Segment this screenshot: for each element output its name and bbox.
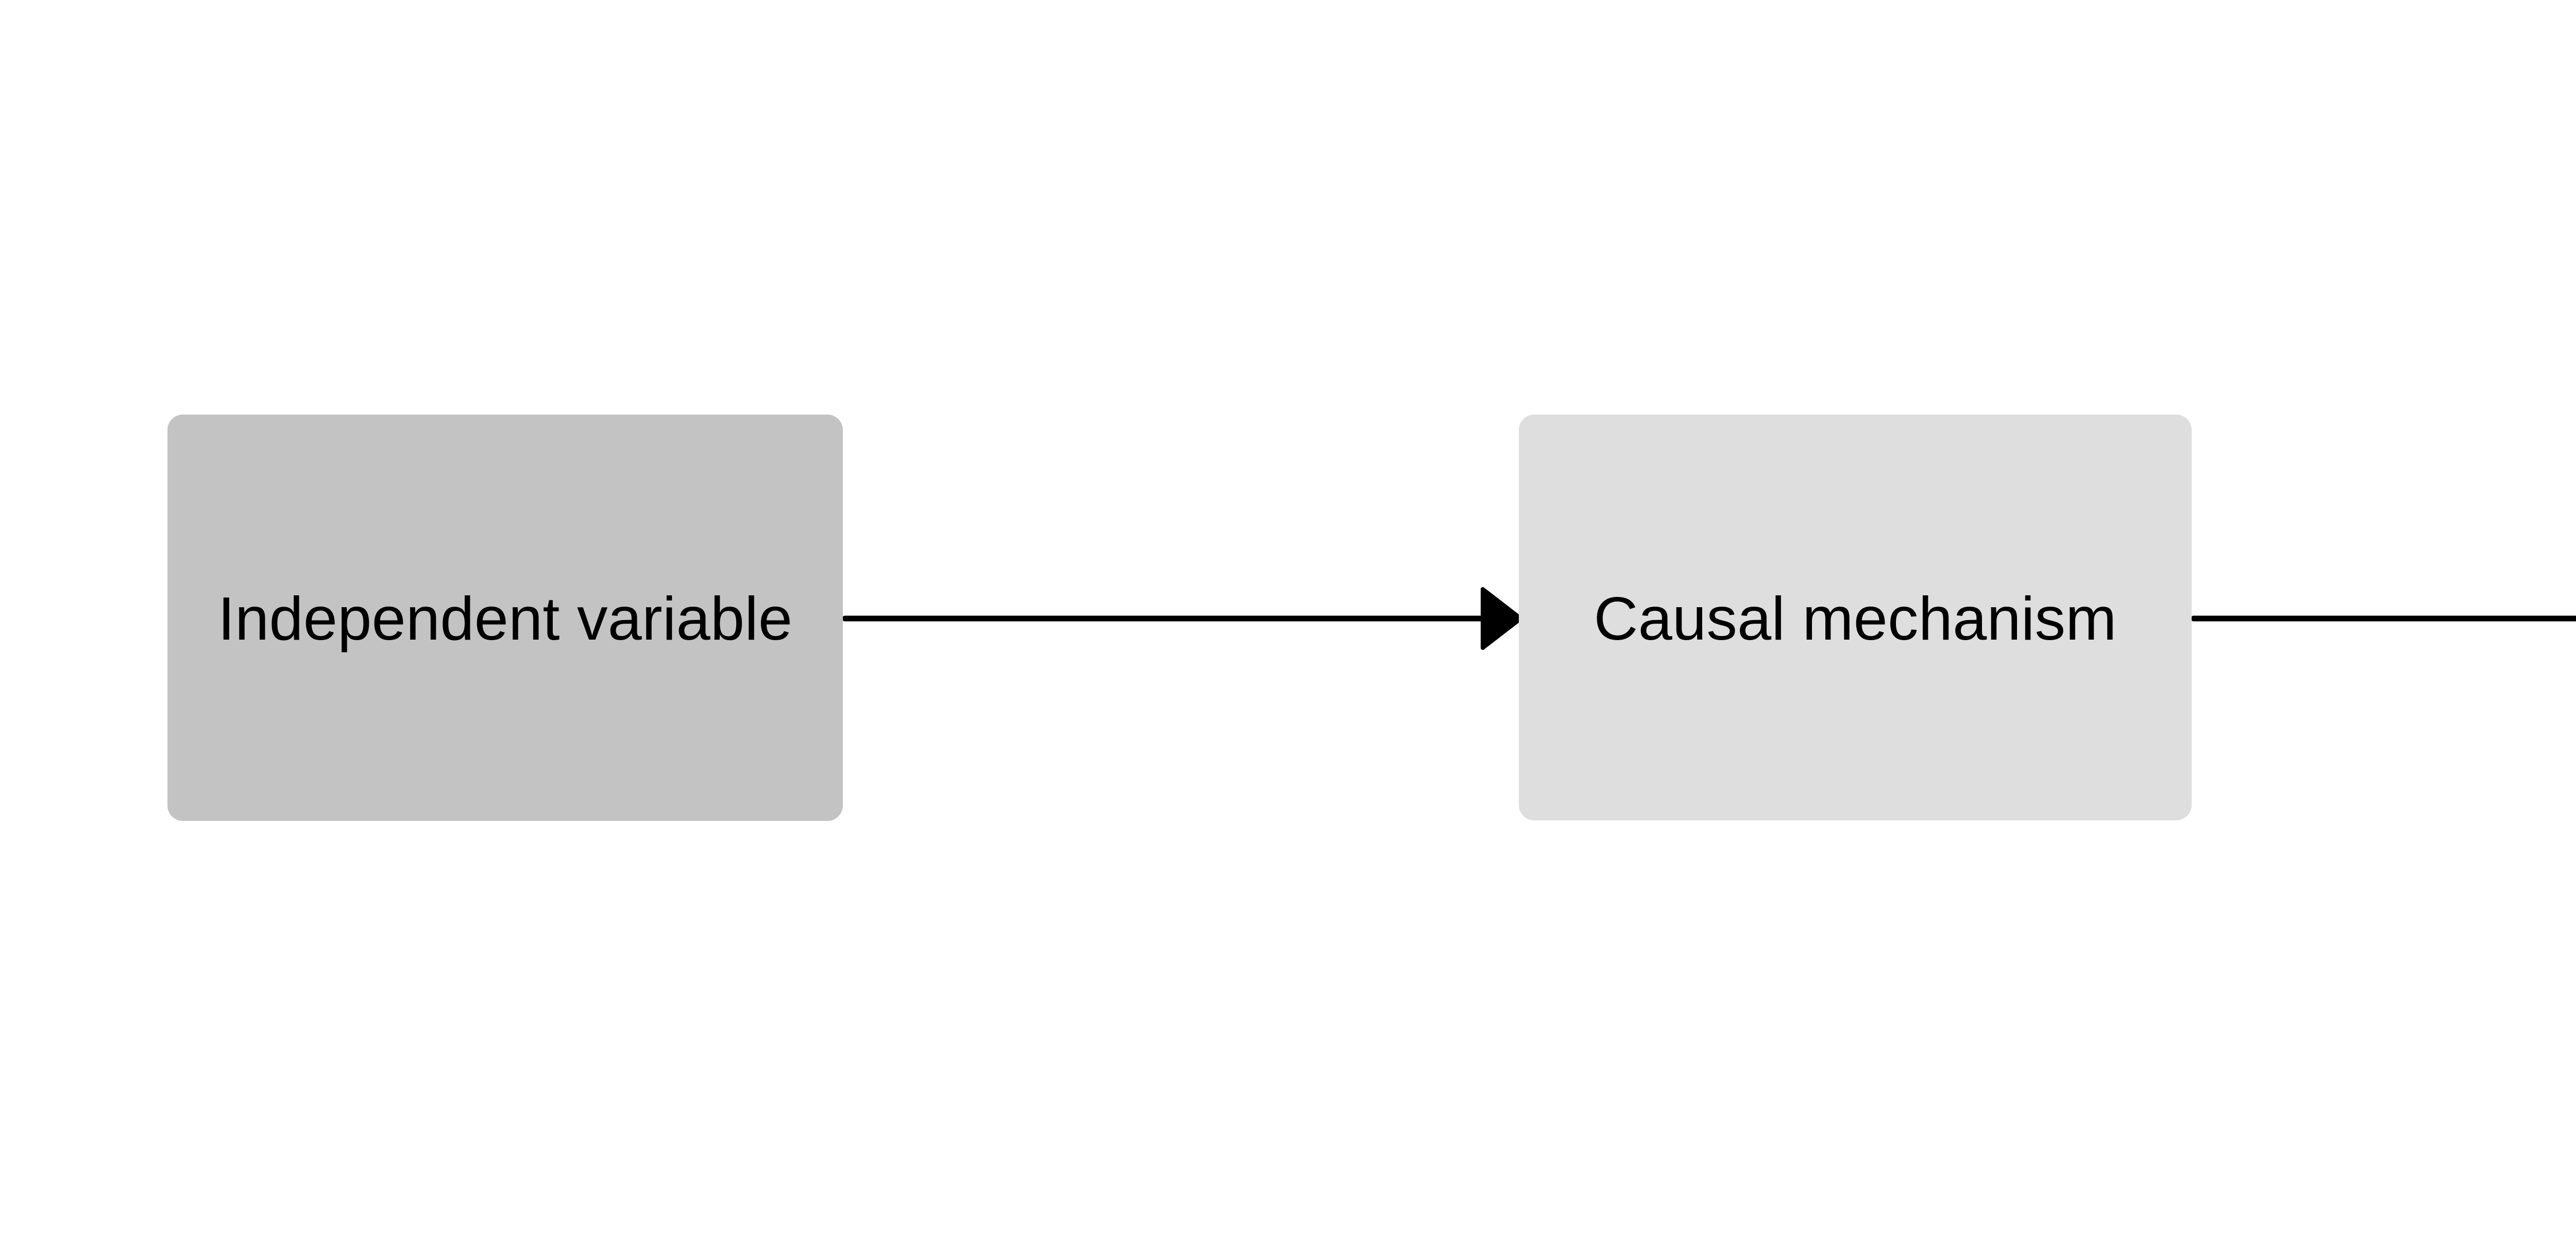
arrow-causal-to-dependent: [2191, 615, 2576, 622]
node-independent-variable-label: Independent variable: [217, 585, 793, 653]
arrow-independent-to-causal: [842, 587, 1523, 650]
node-causal-mechanism[interactable]: Causal mechanism: [1519, 415, 2192, 820]
node-causal-mechanism-label: Causal mechanism: [1594, 584, 2117, 653]
arrowhead-icon: [1481, 587, 1523, 650]
node-independent-variable[interactable]: Independent variable: [167, 415, 843, 821]
